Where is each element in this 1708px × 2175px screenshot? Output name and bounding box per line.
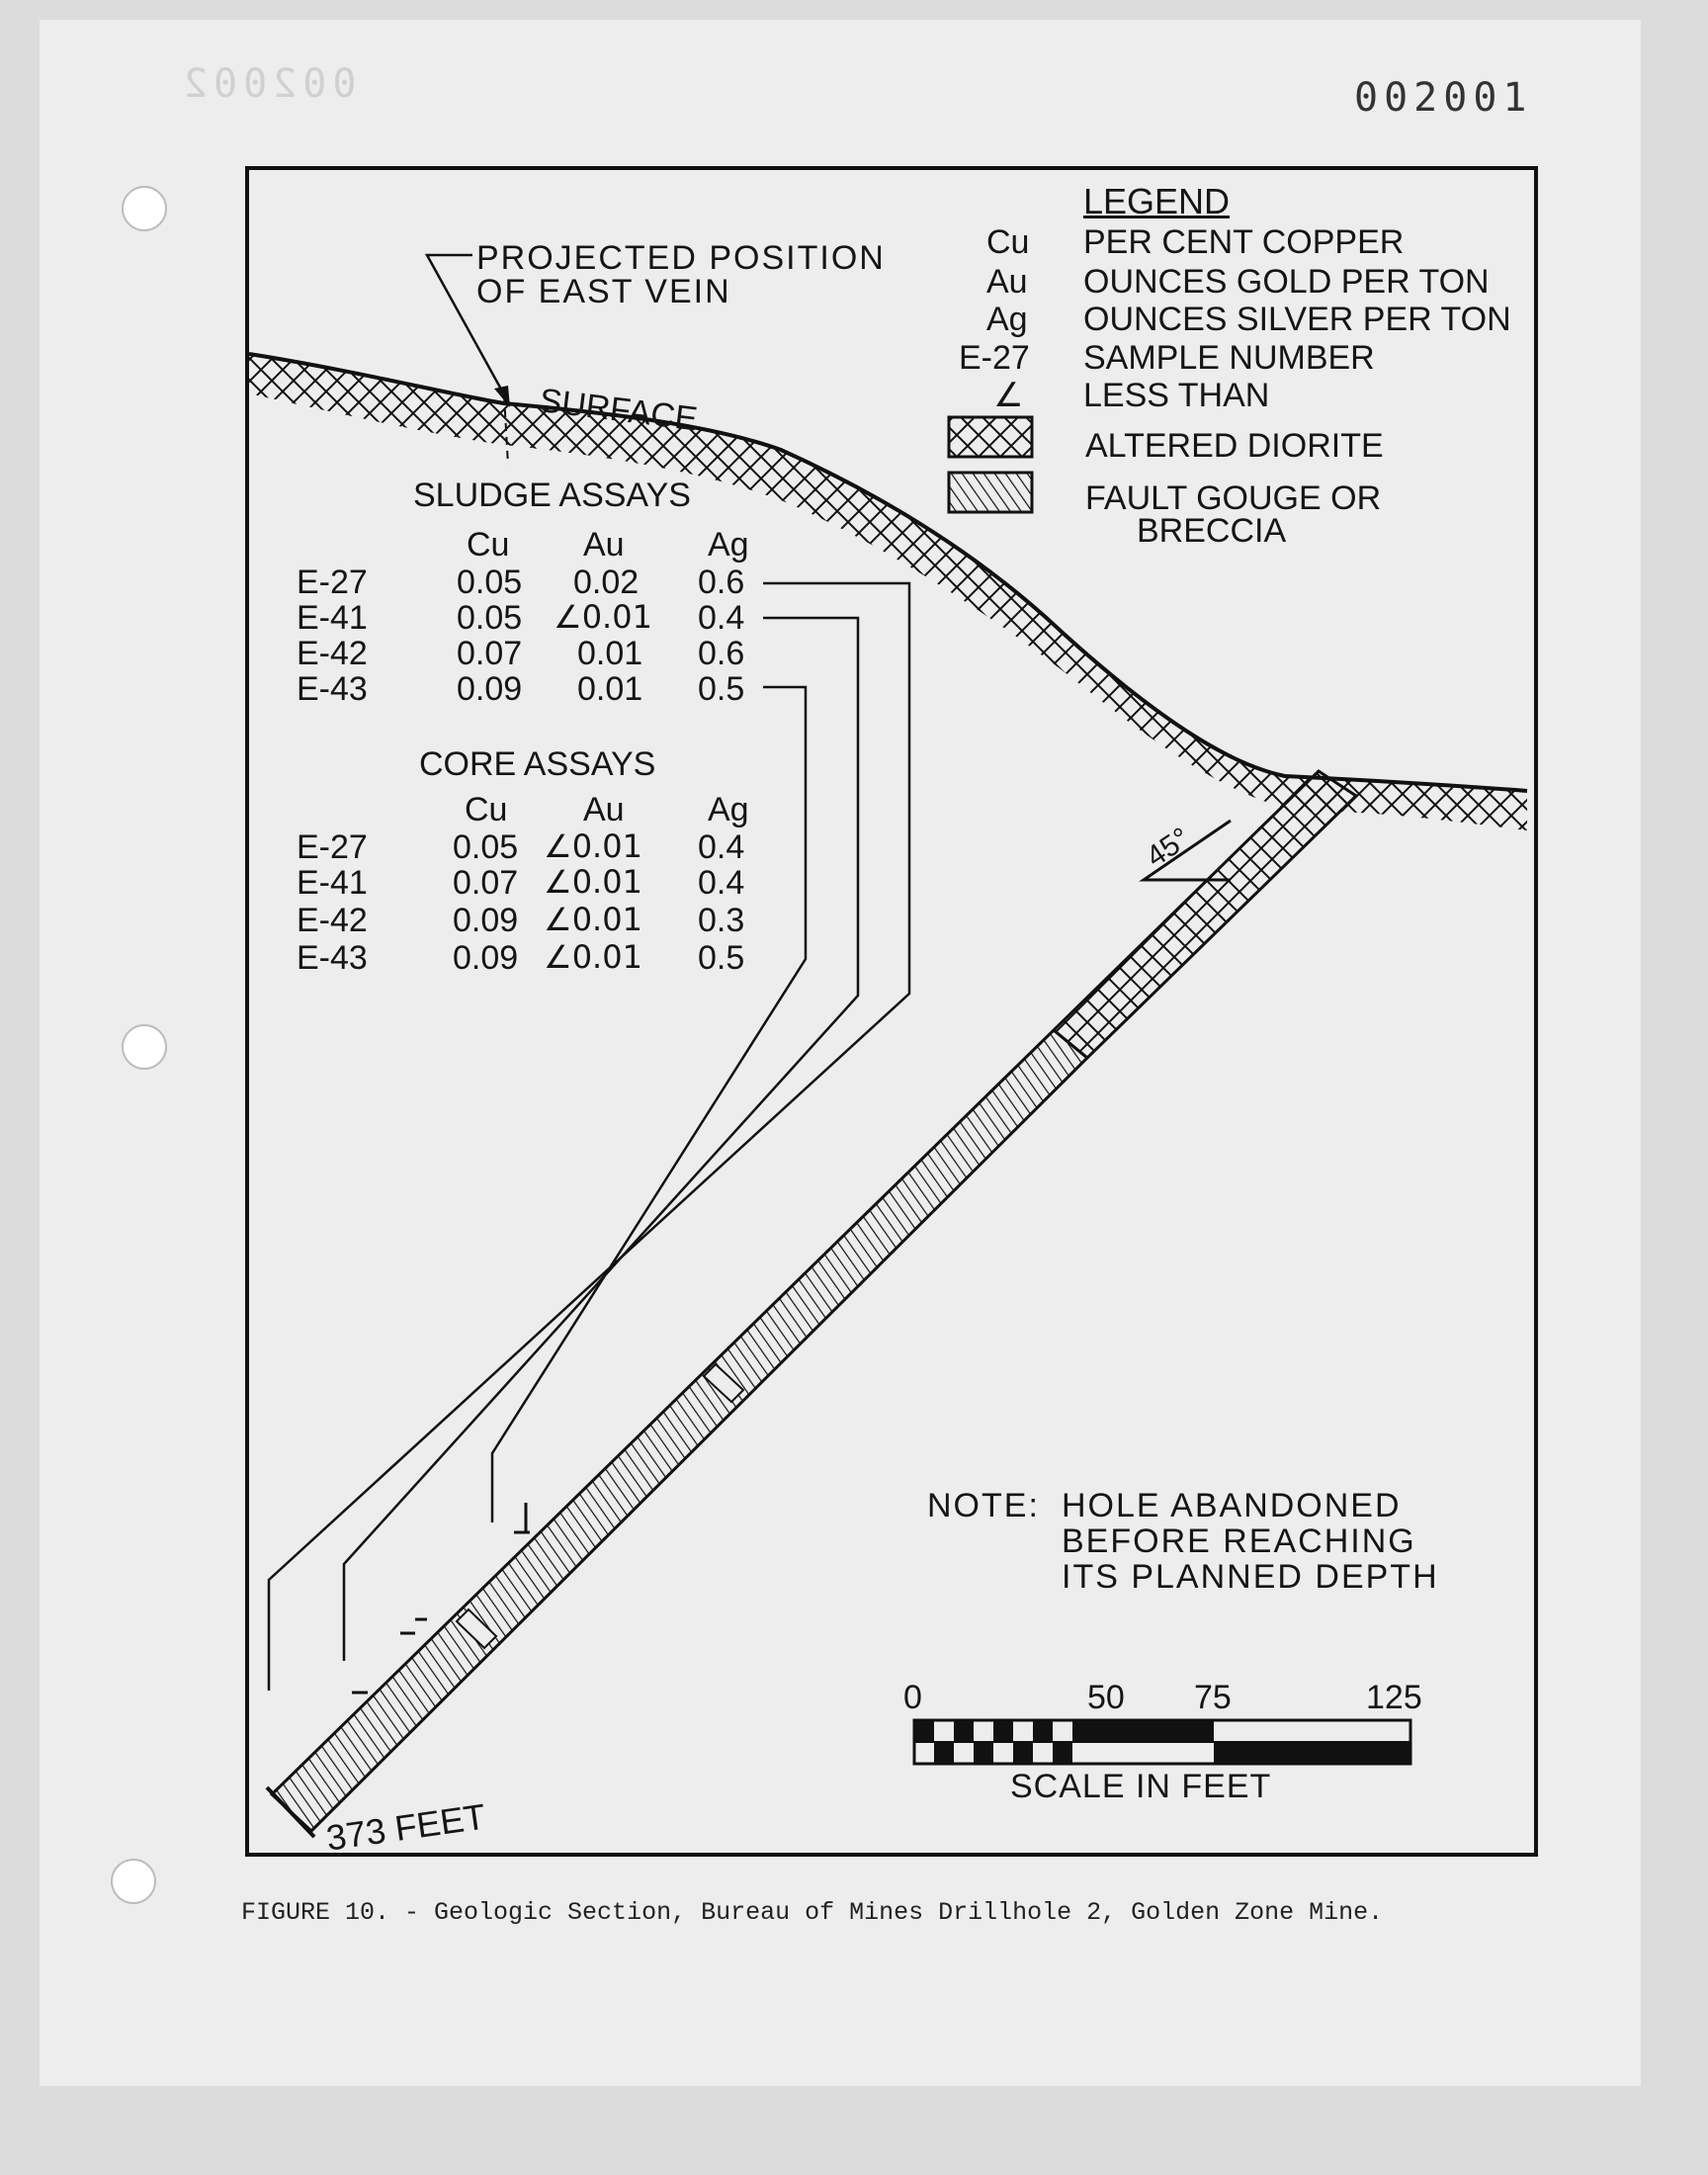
core-au: ∠0.01 — [544, 901, 642, 938]
leader-line-e41 — [342, 616, 860, 1661]
legend-symbol-au: Au — [986, 263, 1028, 301]
vein-leader-line — [424, 253, 512, 406]
core-cu: 0.09 — [453, 939, 519, 977]
sludge-ag: 0.5 — [698, 670, 745, 708]
core-sample: E-27 — [297, 828, 368, 866]
core-header-ag: Ag — [708, 791, 749, 828]
legend-text-sample: SAMPLE NUMBER — [1083, 339, 1375, 377]
leader-line-e27 — [267, 581, 911, 1691]
core-cu: 0.07 — [453, 864, 519, 902]
core-ag: 0.4 — [698, 864, 745, 902]
drillhole-altered-section — [1051, 769, 1359, 1061]
core-ag: 0.5 — [698, 939, 745, 977]
legend-text-au: OUNCES GOLD PER TON — [1083, 263, 1490, 301]
vein-projection-dash — [503, 394, 509, 466]
core-assays-title: CORE ASSAYS — [419, 745, 656, 783]
core-cu: 0.09 — [453, 902, 519, 939]
legend-text-fault-gouge-1: FAULT GOUGE OR — [1085, 479, 1382, 517]
legend-text-less-than: LESS THAN — [1083, 377, 1270, 414]
legend-text-fault-gouge-2: BRECCIA — [1137, 512, 1287, 550]
core-au: ∠0.01 — [544, 938, 642, 976]
drillhole-end-cap — [265, 1785, 316, 1839]
legend-symbol-sample: E-27 — [959, 339, 1030, 377]
sludge-au: 0.01 — [577, 670, 643, 708]
sludge-sample: E-41 — [297, 599, 368, 637]
sludge-header-au: Au — [583, 526, 625, 564]
sludge-header-cu: Cu — [467, 526, 510, 564]
sludge-sample: E-43 — [297, 670, 368, 708]
sludge-ag: 0.6 — [698, 635, 745, 672]
legend-swatch-altered-diorite — [947, 415, 1034, 459]
note-line-2: BEFORE REACHING — [1062, 1522, 1416, 1560]
core-au: ∠0.01 — [544, 827, 642, 865]
core-header-cu: Cu — [465, 791, 508, 828]
drillhole-diorite-pocket-2 — [455, 1608, 498, 1650]
core-sample: E-42 — [297, 902, 368, 939]
sludge-assays-title: SLUDGE ASSAYS — [413, 477, 691, 514]
note-line-1: HOLE ABANDONED — [1062, 1487, 1402, 1524]
core-au: ∠0.01 — [544, 863, 642, 901]
note-line-3: ITS PLANNED DEPTH — [1062, 1558, 1439, 1596]
sludge-au: 0.02 — [573, 564, 640, 601]
sludge-header-ag: Ag — [708, 526, 749, 564]
figure-frame — [245, 166, 1538, 1857]
core-cu: 0.05 — [453, 828, 519, 866]
scale-tick-75: 75 — [1194, 1679, 1232, 1716]
sludge-cu: 0.05 — [457, 564, 523, 601]
legend-title: LEGEND — [1083, 181, 1231, 221]
note-label: NOTE: — [927, 1487, 1040, 1524]
leader-line-e43 — [490, 685, 808, 1522]
scale-title: SCALE IN FEET — [1010, 1768, 1272, 1805]
sludge-au: ∠0.01 — [554, 598, 652, 636]
sludge-sample: E-42 — [297, 635, 368, 672]
angle-symbol — [1139, 819, 1232, 882]
legend-text-ag: OUNCES SILVER PER TON — [1083, 301, 1511, 338]
core-ag: 0.4 — [698, 828, 745, 866]
scale-tick-50: 50 — [1087, 1679, 1125, 1716]
core-ag: 0.3 — [698, 902, 745, 939]
binder-hole-middle — [122, 1024, 167, 1070]
core-sample: E-43 — [297, 939, 368, 977]
legend-text-cu: PER CENT COPPER — [1083, 223, 1405, 261]
core-header-au: Au — [583, 791, 625, 828]
drillhole-diorite-pocket-1 — [702, 1362, 745, 1404]
vein-leader-arrowhead — [494, 386, 510, 407]
sludge-sample: E-27 — [297, 564, 368, 601]
drillhole-gouge-section — [269, 1027, 1090, 1834]
page-number: 002001 — [1354, 75, 1533, 121]
sludge-cu: 0.09 — [457, 670, 523, 708]
sludge-au: 0.01 — [577, 635, 643, 672]
vein-label-line-2: OF EAST VEIN — [476, 273, 731, 310]
figure-caption: FIGURE 10. - Geologic Section, Bureau of… — [241, 1898, 1384, 1927]
sludge-ag: 0.4 — [698, 599, 745, 637]
sludge-cu: 0.07 — [457, 635, 523, 672]
scale-bar — [912, 1718, 1412, 1766]
vein-label-line-1: PROJECTED POSITION — [476, 239, 886, 277]
binder-hole-bottom — [111, 1859, 156, 1904]
sludge-ag: 0.6 — [698, 564, 745, 601]
scale-tick-0: 0 — [903, 1679, 922, 1716]
surface-line — [248, 352, 1528, 793]
core-sample: E-41 — [297, 864, 368, 902]
scale-tick-125: 125 — [1366, 1679, 1422, 1716]
legend-symbol-ag: Ag — [986, 301, 1028, 338]
binder-hole-top — [122, 186, 167, 231]
legend-symbol-cu: Cu — [986, 223, 1030, 261]
sludge-cu: 0.05 — [457, 599, 523, 637]
legend-text-altered-diorite: ALTERED DIORITE — [1085, 427, 1384, 465]
legend-swatch-fault-gouge — [947, 471, 1034, 514]
legend-symbol-less-than: ∠ — [993, 376, 1024, 415]
